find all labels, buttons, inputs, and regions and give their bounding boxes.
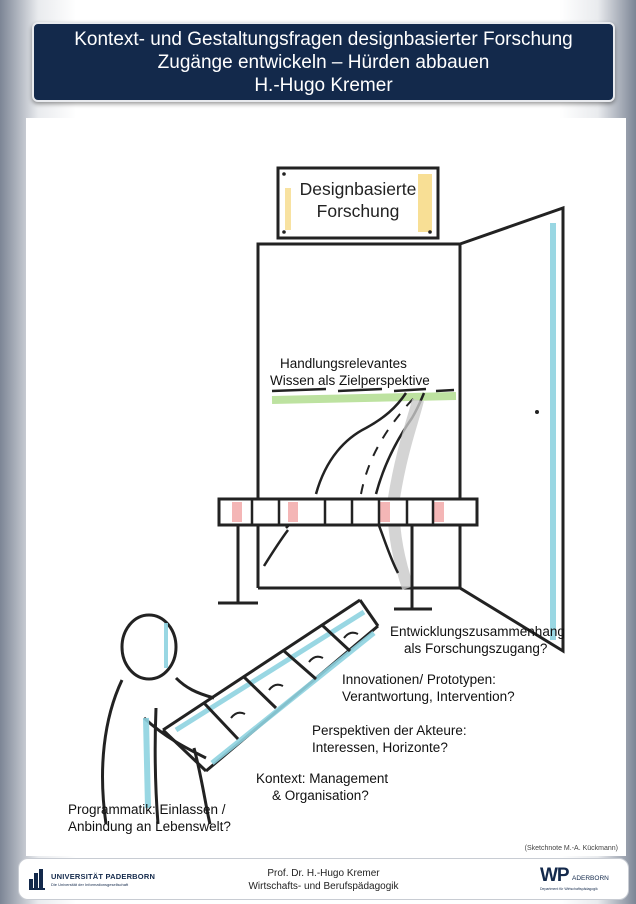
label-kontext: Kontext: Management & Organisation? [256, 770, 388, 804]
label-innovationen-line-2: Verantwortung, Intervention? [342, 688, 515, 705]
sign-label: Designbasierte Forschung [288, 178, 428, 222]
wp-logo-sub: Department für Wirtschaftspädagogik [540, 887, 598, 891]
sketchnote: Designbasierte Forschung Handlungsreleva… [26, 118, 626, 856]
wp-logo: WP ADERBORN Department für Wirtschaftspä… [540, 865, 616, 895]
goal-line-1: Handlungsrelevantes [270, 355, 430, 372]
label-entwicklung-line-1: Entwicklungszusammenhang [390, 623, 565, 640]
title-line-1: Kontext- und Gestaltungsfragen designbas… [34, 28, 613, 51]
goal-line-2: Wissen als Zielperspektive [270, 372, 430, 389]
footer-name: Prof. Dr. H.-Hugo Kremer [19, 867, 628, 880]
footer-center-text: Prof. Dr. H.-Hugo Kremer Wirtschafts- un… [19, 867, 628, 893]
door-knob [535, 410, 539, 414]
goal-line [272, 396, 456, 400]
label-innovationen: Innovationen/ Prototypen: Verantwortung,… [342, 671, 515, 705]
label-perspektiven-line-1: Perspektiven der Akteure: [312, 722, 467, 739]
sketch-credit: (Sketchnote M.-A. Kückmann) [525, 845, 618, 852]
title-line-3: H.-Hugo Kremer [34, 74, 613, 97]
footer-bar: UNIVERSITÄT PADERBORN Die Universität de… [18, 858, 629, 900]
sign-line-1: Designbasierte [288, 178, 428, 200]
label-programmatik-line-2: Anbindung an Lebenswelt? [68, 818, 231, 835]
label-innovationen-line-1: Innovationen/ Prototypen: [342, 671, 515, 688]
label-perspektiven-line-2: Interessen, Horizonte? [312, 739, 467, 756]
label-kontext-line-1: Kontext: Management [256, 770, 388, 787]
label-programmatik-line-1: Programmatik: Einlassen / [68, 801, 231, 818]
door-frame [258, 244, 460, 588]
wp-logo-small: ADERBORN [572, 875, 609, 882]
label-entwicklung: Entwicklungszusammenhang als Forschungsz… [390, 623, 565, 657]
wp-logo-big: WP [540, 865, 569, 887]
label-perspektiven: Perspektiven der Akteure: Interessen, Ho… [312, 722, 467, 756]
title-line-2: Zugänge entwickeln – Hürden abbauen [34, 51, 613, 74]
open-door [460, 208, 563, 651]
label-entwicklung-line-2: als Forschungszugang? [390, 640, 565, 657]
label-kontext-line-2: & Organisation? [256, 787, 388, 804]
label-programmatik: Programmatik: Einlassen / Anbindung an L… [68, 801, 231, 835]
footer-department: Wirtschafts- und Berufspädagogik [19, 880, 628, 893]
title-banner: Kontext- und Gestaltungsfragen designbas… [32, 22, 615, 102]
sign-line-2: Forschung [288, 200, 428, 222]
goal-label: Handlungsrelevantes Wissen als Zielpersp… [270, 355, 430, 389]
